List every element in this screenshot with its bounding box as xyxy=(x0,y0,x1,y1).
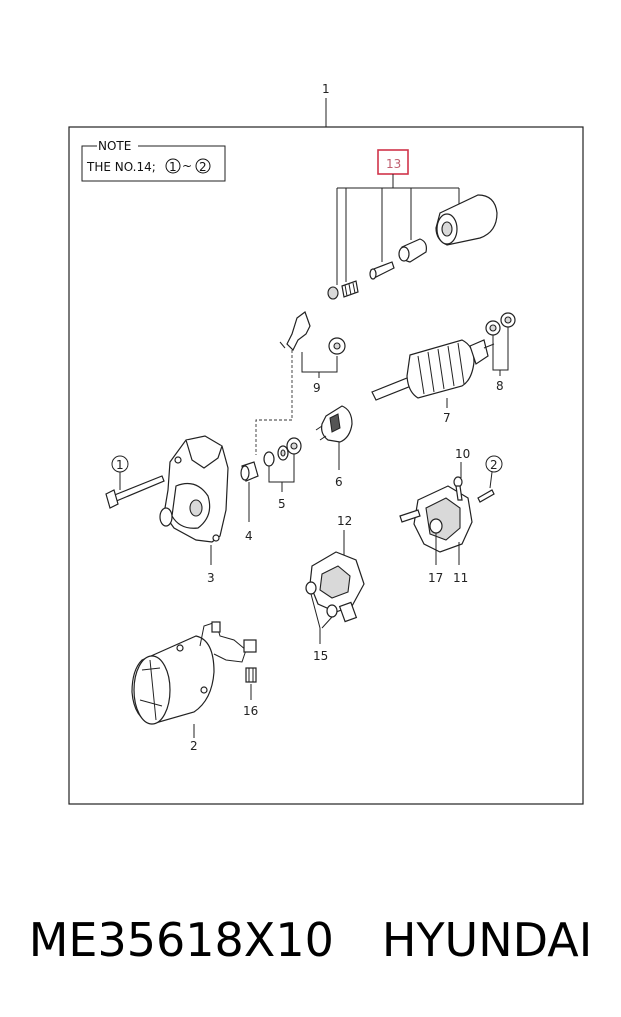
product-caption: ME35618X10 HYUNDAI xyxy=(0,905,621,975)
stop-ring-set xyxy=(263,437,302,467)
label-15: 15 xyxy=(313,649,328,663)
brand-name: HYUNDAI xyxy=(381,913,593,967)
callout-2-text: 2 xyxy=(490,458,498,472)
drive-lever xyxy=(279,311,311,352)
screw-rear xyxy=(477,489,495,503)
note-title: NOTE xyxy=(98,139,131,153)
spring-small xyxy=(341,280,359,298)
callout-circle-2 xyxy=(485,455,503,473)
label-17: 17 xyxy=(428,571,443,585)
note-circle-b: 2 xyxy=(199,160,207,174)
label-12: 12 xyxy=(337,514,352,528)
rear-bracket xyxy=(399,485,473,553)
label-assembly-1: 1 xyxy=(322,82,330,96)
plunger-cap xyxy=(327,286,339,300)
bushing xyxy=(240,461,259,482)
label-13: 13 xyxy=(386,157,401,171)
exploded-parts-diagram: 1 NOTE THE NO.14; 1 ~ 2 13 xyxy=(68,82,584,805)
note-circle-a: 1 xyxy=(169,160,177,174)
brush xyxy=(245,667,257,683)
note-text: THE NO.14; xyxy=(86,160,156,174)
label-16: 16 xyxy=(243,704,258,718)
label-4: 4 xyxy=(245,529,253,543)
label-9: 9 xyxy=(313,381,321,395)
yoke-assembly xyxy=(131,621,257,725)
armature xyxy=(371,339,495,401)
front-housing xyxy=(159,435,229,543)
callout-1-text: 1 xyxy=(116,458,124,472)
label-11: 11 xyxy=(453,571,468,585)
label-6: 6 xyxy=(335,475,343,489)
note-box: NOTE THE NO.14; 1 ~ 2 xyxy=(81,139,226,182)
label-8: 8 xyxy=(496,379,504,393)
plunger-rod xyxy=(369,261,395,280)
part-number: ME35618X10 xyxy=(28,913,334,967)
plunger xyxy=(398,238,427,263)
label-2: 2 xyxy=(190,739,198,753)
pinion-gear xyxy=(315,405,353,443)
brush-holder xyxy=(305,551,365,623)
through-bolt-rear xyxy=(453,476,463,501)
solenoid-switch xyxy=(435,194,498,246)
through-bolt-left xyxy=(105,475,165,509)
label-3: 3 xyxy=(207,571,215,585)
callout-circle-1 xyxy=(111,455,129,473)
note-tilde: ~ xyxy=(182,159,192,173)
label-7: 7 xyxy=(443,411,451,425)
label-10: 10 xyxy=(455,447,470,461)
label-5: 5 xyxy=(278,497,286,511)
lever-washer xyxy=(328,337,346,355)
armature-washers xyxy=(485,312,516,336)
